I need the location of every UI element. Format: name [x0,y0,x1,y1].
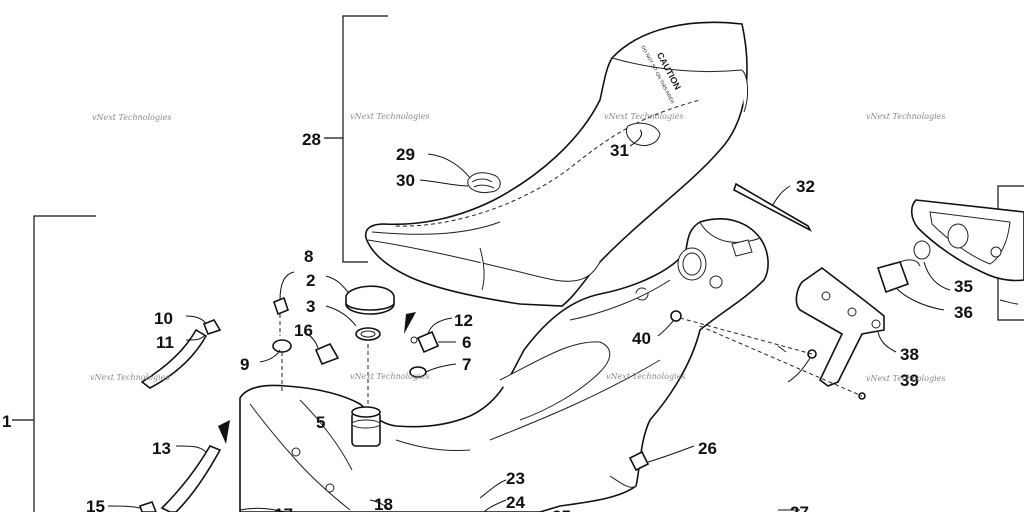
part-number: 18 [374,495,393,512]
watermark-text: vNext Technologies [350,112,429,121]
watermark-text: vNext Technologies [866,374,945,383]
small-parts [138,285,866,512]
assembly-dashed-lines [279,314,863,404]
part-number: 15 [86,497,105,512]
part-number: 36 [954,303,973,322]
part-number: 13 [152,439,171,458]
watermark-text: vNext Technologies [350,372,429,381]
part-number: 8 [304,247,313,266]
watermark-text: vNext Technologies [604,112,683,121]
watermark-text: vNext Technologies [90,373,169,382]
taillight-assembly [876,199,1024,294]
arrow-marker-icon [218,420,230,444]
part-number: 2 [306,271,315,290]
part-number: 7 [462,355,471,374]
watermarks: vNext Technologies vNext Technologies vN… [90,112,945,383]
part-number-callouts: 1 2 3 5 6 7 8 9 10 11 12 13 15 16 17 18 … [2,130,973,512]
part-number: 27 [790,503,809,512]
fuel-tank-body [239,218,769,512]
part-number: 10 [154,309,173,328]
part-number: 12 [454,311,473,330]
part-number: 40 [632,329,651,348]
part-number: 3 [306,297,315,316]
part-number: 38 [900,345,919,364]
part-number: 24 [506,493,525,512]
watermark-text: vNext Technologies [866,112,945,121]
part-number: 11 [156,333,174,352]
part-number: 1 [2,412,11,431]
arrow-marker-icon [404,312,416,334]
part-number: 39 [900,371,919,390]
part-number: 29 [396,145,415,164]
part-number: 6 [462,333,471,352]
part-number: 31 [610,141,629,160]
watermark-text: vNext Technologies [92,113,171,122]
part-number: 9 [240,355,249,374]
part-number: 16 [294,321,313,340]
retaining-strap [733,182,812,232]
part-number: 32 [796,177,815,196]
part-number: 35 [954,277,973,296]
part-number: 28 [302,130,321,149]
leader-lines [107,129,1019,512]
part-number: 17 [274,505,293,512]
part-number: 30 [396,171,415,190]
part-number: 26 [698,439,717,458]
orientation-arrows [218,312,416,444]
part-number: 5 [316,413,325,432]
watermark-text: vNext Technologies [606,372,685,381]
part-number: 23 [506,469,525,488]
tail-bracket [777,267,885,387]
seat-assembly [364,21,749,307]
part-number: 25 [552,507,571,512]
